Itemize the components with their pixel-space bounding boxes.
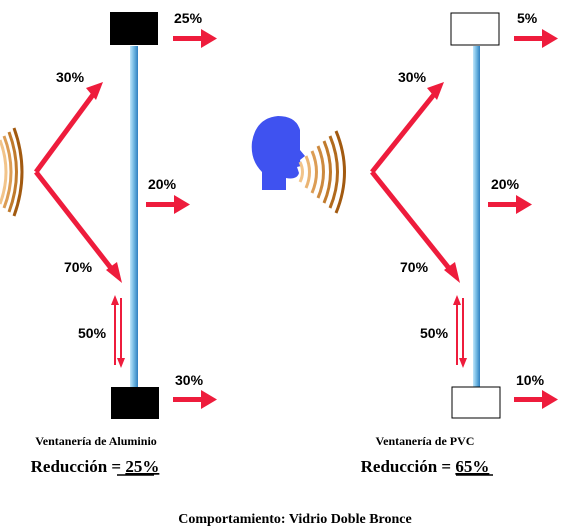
- incident-sound-arrowhead: [427, 82, 444, 100]
- sound-wave-icon: [0, 127, 24, 217]
- incident-sound-arrow: [33, 90, 98, 174]
- bottom-percentage: 10%: [516, 372, 545, 388]
- reduction-label: Reducción = 65%: [361, 457, 490, 476]
- bottom-percentage: 30%: [175, 372, 204, 388]
- top-percentage: 5%: [517, 10, 538, 26]
- reduction-prefix: Reducción =: [31, 457, 126, 476]
- aluminium-window-panel: 25% 30% 20% 70% 50% 30% Ventanería de Al…: [0, 10, 217, 476]
- reduction-prefix: Reducción =: [361, 457, 456, 476]
- bottom-transmission-arrow: [173, 390, 217, 409]
- top-percentage: 25%: [174, 10, 203, 26]
- internal-double-arrow: [111, 295, 125, 368]
- aluminium-glass-pane: [130, 46, 138, 387]
- bottom-transmission-arrow: [514, 390, 558, 409]
- reflected-sound-arrowhead: [106, 262, 122, 283]
- pvc-glass-pane: [473, 46, 480, 387]
- middle-transmission-arrow: [488, 195, 532, 214]
- internal-percentage: 50%: [420, 325, 449, 341]
- aluminium-bottom-frame: [111, 387, 159, 419]
- window-caption: Ventanería de PVC: [376, 434, 475, 448]
- top-transmission-arrow: [514, 29, 558, 48]
- aluminium-top-frame: [110, 12, 158, 45]
- pvc-top-frame: [450, 12, 500, 46]
- pvc-bottom-frame: [451, 386, 501, 419]
- reflected-percentage: 70%: [400, 259, 429, 275]
- pvc-window-panel: 5% 30% 20% 70% 50% 10% Ventanería de PVC…: [251, 10, 558, 476]
- middle-transmission-arrow: [146, 195, 190, 214]
- reflected-sound-arrow: [34, 170, 116, 274]
- window-caption: Ventanería de Aluminio: [35, 434, 157, 448]
- middle-percentage: 20%: [148, 176, 177, 192]
- incident-sound-arrow: [370, 90, 438, 174]
- reduction-value: 65%: [455, 457, 489, 476]
- incident-percentage: 30%: [56, 69, 85, 85]
- internal-percentage: 50%: [78, 325, 107, 341]
- incident-sound-arrowhead: [86, 82, 103, 100]
- speaking-head-icon: [251, 116, 305, 190]
- footer-title: Comportamiento: Vidrio Doble Bronce: [178, 512, 411, 527]
- middle-percentage: 20%: [491, 176, 520, 192]
- reflected-sound-arrowhead: [444, 262, 460, 283]
- reduction-value: 25%: [125, 457, 159, 476]
- top-transmission-arrow: [173, 29, 217, 48]
- reflected-percentage: 70%: [64, 259, 93, 275]
- sound-wave-icon: [298, 130, 346, 214]
- internal-double-arrow: [453, 295, 467, 368]
- reflected-sound-arrow: [370, 170, 454, 274]
- reduction-label: Reducción = 25%: [31, 457, 160, 476]
- incident-percentage: 30%: [398, 69, 427, 85]
